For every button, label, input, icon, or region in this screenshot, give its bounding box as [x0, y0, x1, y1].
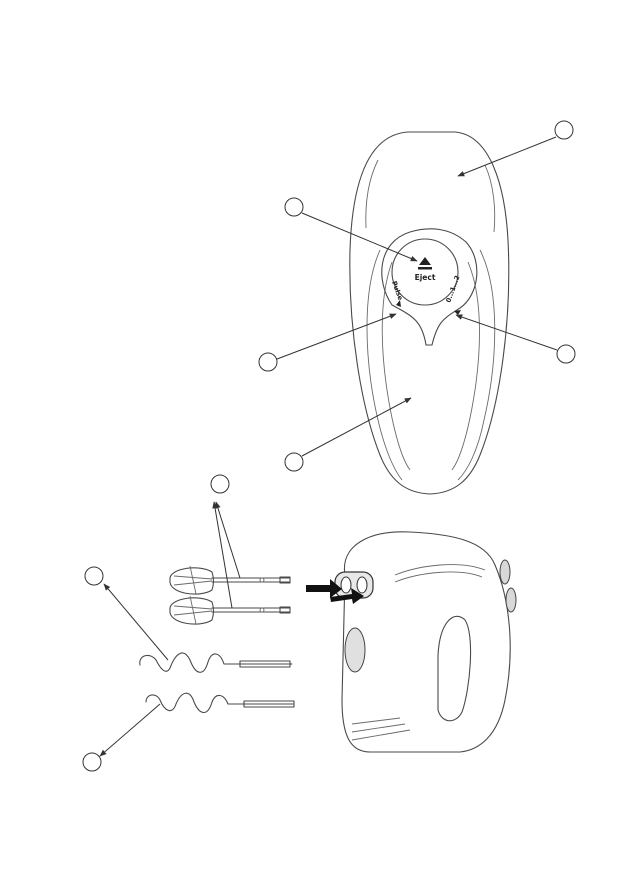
- callout-leader-beater-upper: [216, 502, 240, 578]
- callout-leader-body-top: [458, 137, 556, 176]
- mixer-side-rail-right-inner: [452, 262, 480, 470]
- eject-icon-bar: [418, 267, 432, 270]
- mixer-body-outline: [350, 132, 509, 494]
- mixer-rear-knob-lower: [506, 588, 516, 612]
- callout-leader-turbo: [277, 314, 396, 359]
- callout-circle-icon: [211, 475, 229, 493]
- beaters: [170, 475, 290, 624]
- mixer-side-body: [342, 532, 510, 752]
- beater-socket-right[interactable]: [357, 577, 367, 593]
- callout-leader-hook-lower: [100, 704, 160, 756]
- dough-hook-lower: [146, 693, 294, 712]
- callout-circle-icon: [85, 567, 103, 585]
- eject-label: Eject: [415, 273, 436, 282]
- beater-socket-left[interactable]: [341, 577, 351, 593]
- mixer-top-view: Eject Pulse 0...1...2: [350, 132, 509, 494]
- callout-leader-handle: [302, 398, 411, 456]
- callout-circle-icon: [83, 753, 101, 771]
- beater-lower: [170, 596, 290, 624]
- mixer-top-groove-right: [485, 165, 495, 232]
- callout-circle-icon: [285, 453, 303, 471]
- callout-leader-hook-upper: [104, 584, 168, 660]
- callout-leader-beater-lower: [214, 502, 232, 608]
- mixer-handle-opening: [438, 616, 471, 720]
- beater-upper: [170, 566, 290, 594]
- turbo-label: Pulse: [390, 280, 405, 302]
- turbo-marker-icon: [396, 300, 401, 307]
- mixer-side-button[interactable]: [345, 628, 365, 672]
- top-view-callouts: [259, 121, 575, 471]
- callout-circle-icon: [259, 353, 277, 371]
- mixer-top-groove-left: [366, 160, 378, 228]
- mixer-side-view: [306, 532, 516, 752]
- callout-circle-icon: [557, 345, 575, 363]
- mixer-side-rail-right: [458, 250, 495, 480]
- speed-scale-label: 0...1...2: [444, 274, 461, 303]
- mixer-rear-knob: [500, 560, 510, 584]
- eject-icon[interactable]: [419, 257, 431, 265]
- callout-circle-icon: [285, 198, 303, 216]
- callout-circle-icon: [555, 121, 573, 139]
- dough-hook-upper: [140, 653, 292, 672]
